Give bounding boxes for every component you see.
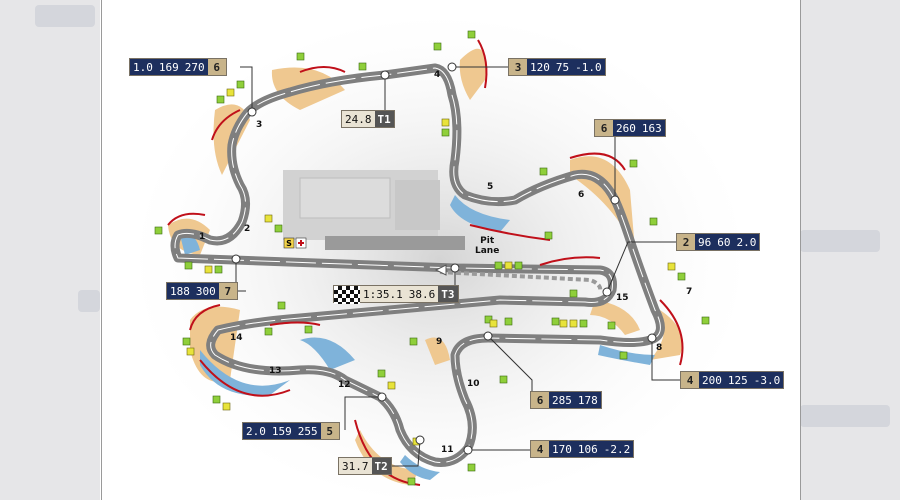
track-centerline xyxy=(174,67,661,463)
turn-number: 6 xyxy=(578,190,585,200)
turn-number: 5 xyxy=(487,182,494,192)
turn-number: 8 xyxy=(656,343,663,353)
corner-markers xyxy=(154,30,710,486)
callout-turn-6: 6 260 163 xyxy=(594,119,666,137)
turn-number: 2 xyxy=(244,224,251,234)
sector-2-time: 31.7 T2 xyxy=(338,457,392,475)
callout-turn-12: 2.0 159 255 5 xyxy=(242,422,340,440)
ghost-box xyxy=(800,230,880,252)
turn-number: 3 xyxy=(256,120,263,130)
sector-1-time: 24.8 T1 xyxy=(341,110,395,128)
callout-turn-8: 4 200 125 -3.0 xyxy=(680,371,785,389)
callout-turn-4: 3 120 75 -1.0 xyxy=(508,58,606,76)
turn-number: 4 xyxy=(434,70,441,80)
turn-number: 11 xyxy=(441,445,454,455)
callout-turn-3: 1.0 169 270 6 xyxy=(129,58,227,76)
background-right-panel xyxy=(800,0,900,500)
ghost-box xyxy=(78,290,100,312)
turn-number: 10 xyxy=(467,379,480,389)
callout-turn-10: 6 285 178 xyxy=(530,391,602,409)
ghost-box xyxy=(35,5,95,27)
ghost-box xyxy=(800,405,890,427)
background-left-panel xyxy=(0,0,100,500)
pit-icons: S xyxy=(283,237,307,249)
turn-number: 7 xyxy=(686,287,693,297)
turn-number: 15 xyxy=(616,293,629,303)
lap-time-callout: 1:35.1 38.6 T3 xyxy=(333,285,459,304)
callout-turn-11: 4 170 106 -2.2 xyxy=(530,440,635,458)
turn-number: 1 xyxy=(199,232,206,242)
checkered-flag-icon xyxy=(334,286,360,304)
pit-buildings xyxy=(283,170,465,250)
leader-lines xyxy=(235,66,680,467)
callout-turn-1: 188 300 7 xyxy=(166,282,238,300)
turn-number: 12 xyxy=(338,380,351,390)
turn-number: 13 xyxy=(269,366,282,376)
pit-arrow xyxy=(434,264,447,276)
svg-text:S: S xyxy=(286,239,292,248)
corner-points xyxy=(231,62,657,455)
turn-number: 14 xyxy=(230,333,243,343)
callout-turn-15: 2 96 60 2.0 xyxy=(676,233,761,251)
turn-number: 9 xyxy=(436,337,443,347)
